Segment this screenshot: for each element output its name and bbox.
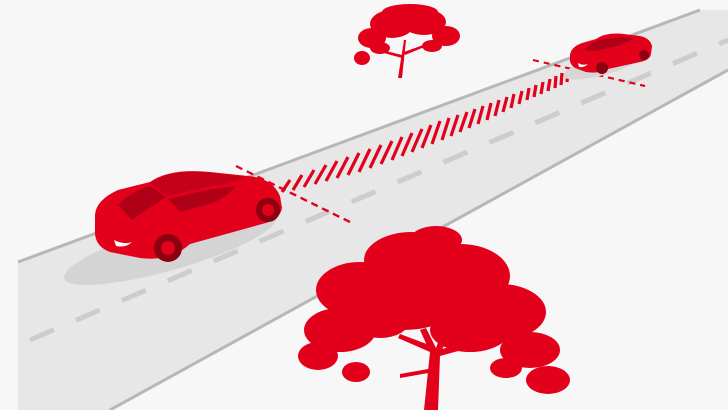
road-safety-distance-illustration bbox=[0, 0, 728, 410]
illustration-canvas bbox=[0, 0, 728, 410]
